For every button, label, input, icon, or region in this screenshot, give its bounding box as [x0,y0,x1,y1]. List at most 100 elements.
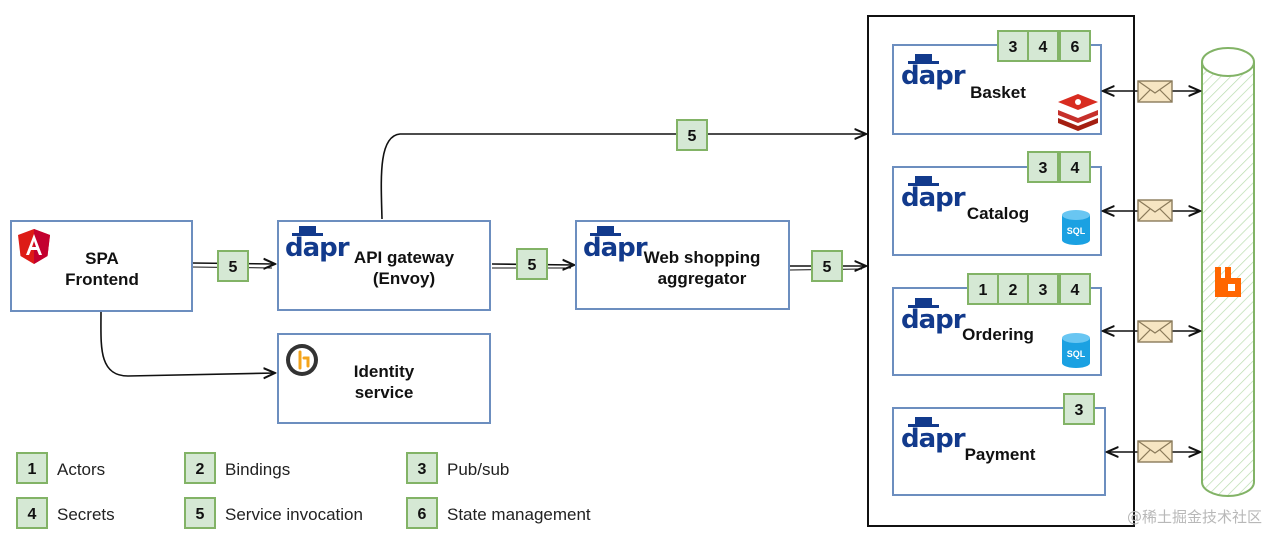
svg-text:1: 1 [979,282,988,299]
identity-label-line2: service [355,383,414,402]
badge-gateway-basket: 5 [676,119,708,151]
legend-item-secrets: 4 Secrets [16,497,115,529]
sql-icon: SQL [1062,210,1090,245]
envelope-icon [1137,440,1173,463]
pubsub-connections [1103,80,1200,463]
svg-text:dapr: dapr [901,305,966,335]
pubsub-link-payment [1107,440,1200,463]
arrow-spa-to-identity [100,311,275,376]
svg-text:State management: State management [447,505,591,524]
svg-text:Pub/sub: Pub/sub [447,460,509,479]
envelope-icon [1137,80,1173,103]
svg-text:Secrets: Secrets [57,505,115,524]
svg-text:SQL: SQL [1067,226,1086,236]
web-shopping-aggregator-box[interactable]: dapr Web shopping aggregator [575,220,790,310]
catalog-label: Catalog [967,204,1029,223]
legend-item-service-invocation: 5 Service invocation [184,497,363,529]
badge: 4 [1027,30,1059,62]
services-container [867,15,1135,527]
svg-text:5: 5 [688,128,697,145]
angular-icon [18,229,50,264]
svg-text:3: 3 [1009,39,1018,56]
svg-text:5: 5 [229,259,238,276]
legend-item-pubsub: 3 Pub/sub [406,452,509,484]
badge: 3 [997,30,1029,62]
identity-icon [286,344,318,376]
api-gateway-box[interactable]: dapr API gateway (Envoy) [277,220,491,311]
svg-text:4: 4 [1039,39,1048,56]
spa-frontend-box[interactable]: SPA Frontend [10,220,193,312]
svg-text:1: 1 [28,461,37,478]
badge: 6 [1059,30,1091,62]
dapr-icon: dapr [901,417,967,454]
svg-text:3: 3 [418,461,427,478]
svg-text:6: 6 [418,506,427,523]
identity-label-line1: Identity [354,362,415,381]
svg-text:5: 5 [823,259,832,276]
badge: 2 [997,273,1029,305]
badges-ordering: 1 2 3 4 [967,273,1091,305]
badge-spa-gateway: 5 [217,250,249,282]
svg-text:6: 6 [1071,39,1080,56]
arrow-gateway-to-basket [380,134,866,220]
svg-text:Bindings: Bindings [225,460,290,479]
pubsub-link-catalog [1103,199,1200,222]
sql-icon: SQL [1062,333,1090,368]
dapr-icon: dapr [285,226,351,263]
svg-text:4: 4 [1071,160,1080,177]
badges-catalog: 3 4 [1027,151,1091,183]
redis-icon [1058,94,1098,131]
message-bus [1201,47,1255,497]
badges-basket: 3 4 6 [997,30,1091,62]
dapr-icon: dapr [901,176,967,213]
svg-text:SQL: SQL [1067,349,1086,359]
rabbitmq-icon [1215,267,1241,297]
svg-text:dapr: dapr [583,233,648,263]
aggregator-label-line2: aggregator [658,269,747,288]
pubsub-link-ordering [1103,320,1200,343]
svg-text:3: 3 [1039,160,1048,177]
legend-item-actors: 1 Actors [16,452,105,484]
badges-payment: 3 [1063,393,1095,425]
watermark: @稀土掘金技术社区 [1127,508,1262,526]
spa-label-line2: Frontend [65,270,139,289]
svg-text:4: 4 [1071,282,1080,299]
svg-text:4: 4 [28,506,37,523]
identity-service-box[interactable]: Identity service [277,333,491,424]
dapr-icon: dapr [901,298,967,335]
badge-gateway-aggregator: 5 [516,248,548,280]
badge: 3 [1063,393,1095,425]
svg-text:dapr: dapr [901,183,966,213]
badge: 3 [1027,151,1059,183]
badge: 3 [1027,273,1059,305]
badge: 4 [1059,151,1091,183]
svg-text:3: 3 [1075,402,1084,419]
gateway-label-line1: API gateway [354,248,455,267]
pubsub-link-basket [1103,80,1200,103]
aggregator-label-line1: Web shopping [644,248,761,267]
spa-label-line1: SPA [85,249,119,268]
svg-text:dapr: dapr [901,61,966,91]
svg-text:dapr: dapr [901,424,966,454]
svg-text:5: 5 [196,506,205,523]
ordering-label: Ordering [962,325,1034,344]
badge: 4 [1059,273,1091,305]
envelope-icon [1137,320,1173,343]
svg-text:Actors: Actors [57,460,105,479]
dapr-icon: dapr [583,226,649,263]
envelope-icon [1137,199,1173,222]
svg-text:dapr: dapr [285,233,350,263]
dapr-icon: dapr [901,54,967,91]
legend-item-bindings: 2 Bindings [184,452,290,484]
svg-text:2: 2 [1009,282,1018,299]
legend: 1 Actors 2 Bindings 3 Pub/sub 4 Secrets … [16,452,591,529]
basket-label: Basket [970,83,1026,102]
gateway-label-line2: (Envoy) [373,269,435,288]
badge-aggregator-services: 5 [811,250,843,282]
svg-text:3: 3 [1039,282,1048,299]
legend-item-state-management: 6 State management [406,497,591,529]
badges: 5 5 5 5 3 4 6 [217,30,1095,425]
svg-text:2: 2 [196,461,205,478]
svg-text:5: 5 [528,257,537,274]
